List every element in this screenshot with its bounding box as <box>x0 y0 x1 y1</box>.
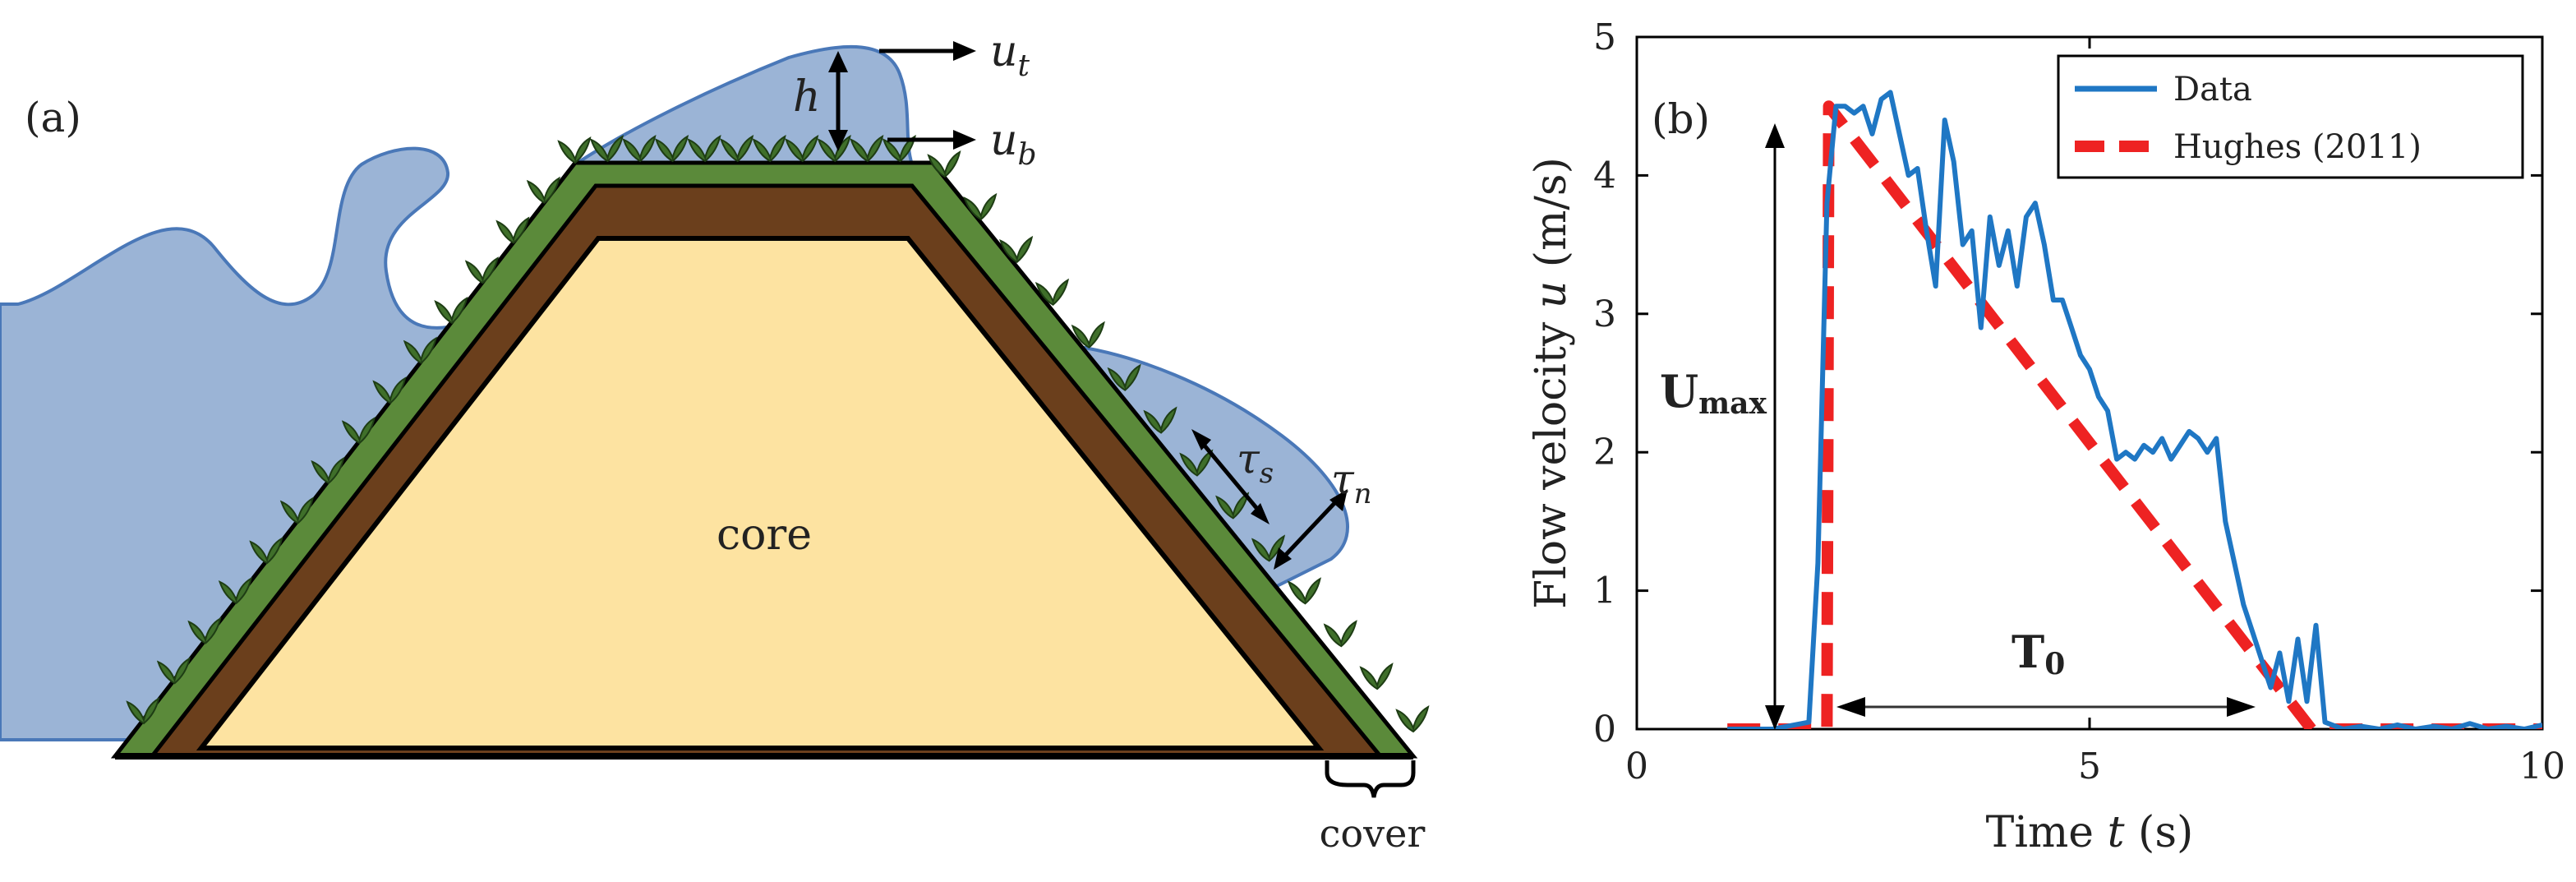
cover-label: cover <box>1320 811 1426 856</box>
plant-icon <box>187 616 222 644</box>
core-layer <box>196 236 1325 750</box>
plant-icon <box>817 135 851 163</box>
plant-icon <box>341 417 376 445</box>
y-tick-label: 3 <box>1593 293 1616 335</box>
plant-icon <box>1071 321 1105 349</box>
plant-icon <box>218 576 252 605</box>
taus-label: τs <box>1237 435 1274 490</box>
plant-icon <box>249 537 283 565</box>
plant-icon <box>1359 663 1394 690</box>
legend-model-label: Hughes (2011) <box>2173 128 2422 166</box>
plant-icon <box>927 150 961 178</box>
x-tick-label: 0 <box>1625 746 1648 787</box>
series-data-line <box>1727 90 2542 729</box>
y-tick-label: 4 <box>1593 155 1616 196</box>
panel-b-label: (b) <box>1652 95 1710 143</box>
wave-crest-overtop <box>569 44 915 166</box>
plant-icon <box>1035 278 1070 306</box>
panel-a-label: (a) <box>25 94 81 141</box>
vegetation <box>126 135 1430 733</box>
wave-left <box>0 146 465 741</box>
plant-icon <box>999 235 1034 264</box>
y-tick-label: 5 <box>1593 16 1616 58</box>
core-label: core <box>717 510 812 560</box>
y-axis-label: Flow velocity u (m/s) <box>1527 157 1576 609</box>
panel-b: 0 5 10 0 1 2 3 4 5 (b) Data Hughes (2011) Umax T… <box>1527 16 2565 857</box>
taun-arrow <box>1274 489 1348 570</box>
plant-icon <box>654 135 689 163</box>
plant-icon <box>687 135 721 163</box>
x-tick-label: 5 <box>2078 746 2101 787</box>
y-tick-label: 2 <box>1593 432 1616 473</box>
plant-icon <box>526 176 560 204</box>
plant-icon <box>785 135 819 163</box>
h-label: h <box>793 72 821 122</box>
plant-icon <box>963 192 998 221</box>
umax-arrow <box>1765 123 1785 730</box>
plant-icon <box>126 697 160 725</box>
plant-icon <box>557 136 592 164</box>
t0-label: T0 <box>2011 626 2065 681</box>
umax-label: Umax <box>1660 365 1767 421</box>
plant-icon <box>495 216 530 244</box>
legend-box <box>2057 54 2524 179</box>
x-axis-label: Time t (s) <box>1986 808 2194 857</box>
t0-arrow <box>1836 697 2256 717</box>
axis-ticks: 0 5 10 0 1 2 3 4 5 <box>1593 16 2565 787</box>
y-tick-label: 0 <box>1593 709 1616 750</box>
plant-icon <box>1251 534 1286 562</box>
plant-icon <box>1107 363 1141 391</box>
plant-icon <box>403 336 437 364</box>
plant-icon <box>1323 620 1357 648</box>
plant-icon <box>311 456 345 484</box>
legend: Data Hughes (2011) <box>2057 54 2524 179</box>
legend-data-label: Data <box>2173 71 2252 109</box>
plant-icon <box>752 135 786 163</box>
ut-arrow <box>879 41 976 61</box>
y-tick-label: 1 <box>1593 570 1616 612</box>
plant-icon <box>1395 705 1430 733</box>
plant-icon <box>720 135 754 163</box>
plant-icon <box>589 135 624 163</box>
ub-label: ub <box>990 116 1037 172</box>
cover-bracket <box>1325 760 1416 798</box>
ub-arrow <box>887 130 976 150</box>
x-tick-label: 10 <box>2519 746 2565 787</box>
plant-icon <box>434 296 468 325</box>
taus-arrow <box>1191 429 1270 524</box>
plant-icon <box>372 376 407 404</box>
series-hughes-line <box>1727 100 2542 729</box>
plant-icon <box>464 256 499 284</box>
h-arrow <box>828 51 848 151</box>
panel-a: (a) core h ut <box>0 27 1430 856</box>
ut-label: ut <box>990 27 1030 83</box>
plot-series <box>1727 90 2542 729</box>
plant-icon <box>1143 406 1177 434</box>
plant-icon <box>1287 577 1321 605</box>
plant-icon <box>156 657 191 685</box>
plant-icon <box>279 496 314 524</box>
taun-label: τn <box>1331 455 1372 510</box>
plant-icon <box>622 135 657 163</box>
plant-icon <box>850 135 884 163</box>
wave-landward <box>1064 343 1349 594</box>
